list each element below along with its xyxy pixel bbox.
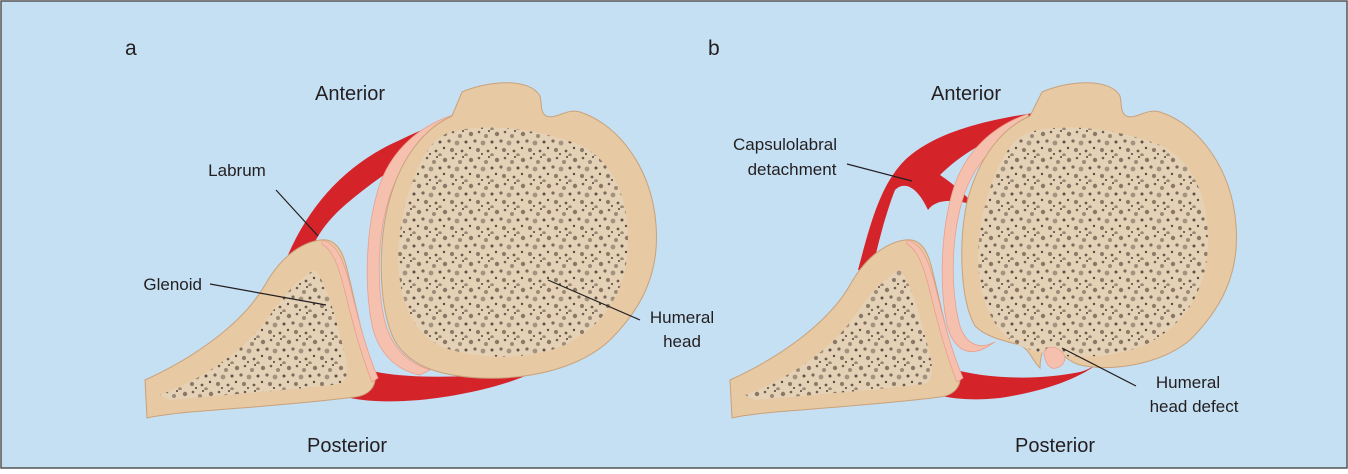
panel-b-anterior-label: Anterior <box>931 83 1001 105</box>
panel-a-humeral-head-label-line1: Humeral <box>650 308 714 327</box>
panel-a-glenoid-label: Glenoid <box>143 275 202 294</box>
panel-a-labrum-label: Labrum <box>208 161 266 180</box>
panel-a-posterior-label: Posterior <box>307 435 387 457</box>
panel-a-humeral-head-label-line2: head <box>663 332 701 351</box>
panel-a-anterior-label: Anterior <box>315 83 385 105</box>
panel-b-humeral-cancellous <box>978 128 1208 357</box>
panel-b-letter: b <box>708 37 720 60</box>
panel-b-capsulolabral-label-line1: Capsulolabral <box>733 135 837 154</box>
panel-b-capsulolabral-label-line2: detachment <box>748 160 837 179</box>
panel-b-posterior-label: Posterior <box>1015 435 1095 457</box>
panel-a-humeral-cancellous <box>398 128 628 357</box>
panel-a-letter: a <box>125 37 137 60</box>
panel-b-defect-label-line2: head defect <box>1150 397 1239 416</box>
panel-b-defect-label-line1: Humeral <box>1156 373 1220 392</box>
